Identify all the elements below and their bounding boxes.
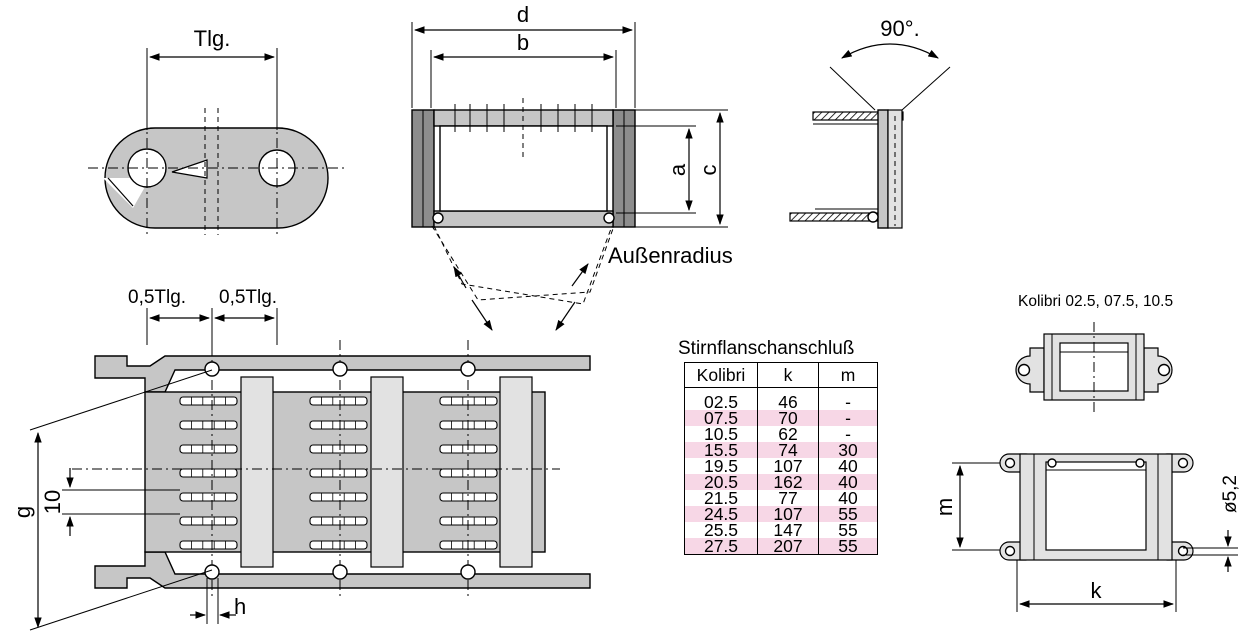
cell-kolibri: 21.5 xyxy=(684,489,758,507)
crossbar-slot xyxy=(309,516,368,526)
cell-kolibri: 15.5 xyxy=(684,441,758,459)
crossbar-slot xyxy=(179,420,238,430)
m-label: m xyxy=(932,498,957,516)
cell-k: 70 xyxy=(757,409,819,427)
crossbar-slot xyxy=(179,444,238,454)
half-pitch-right-label: 0,5Tlg. xyxy=(219,287,277,308)
crossbar-slot xyxy=(179,396,238,406)
cell-k: 207 xyxy=(757,538,819,555)
outer-radius-label: Außenradius xyxy=(608,243,733,268)
cell-kolibri: 10.5 xyxy=(684,425,758,443)
crossbar-slot xyxy=(309,444,368,454)
table-header-row: Kolibri k m xyxy=(684,362,878,388)
cross-section-view: d b a c Außen xyxy=(411,2,733,331)
cell-m: 55 xyxy=(818,538,878,555)
cell-kolibri: 19.5 xyxy=(684,457,758,475)
g-label: g xyxy=(10,506,35,518)
cell-k: 74 xyxy=(757,441,819,459)
crossbar-slot xyxy=(309,396,368,406)
crossbar-slot xyxy=(309,540,368,550)
column-header-kolibri: Kolibri xyxy=(684,362,758,388)
column-header-m: m xyxy=(818,362,878,388)
mounting-bracket-large: m ø5,2 k xyxy=(932,453,1241,612)
cell-k: 107 xyxy=(757,457,819,475)
cell-kolibri: 24.5 xyxy=(684,505,758,523)
crossbar-slot xyxy=(179,468,238,478)
crossbar-slots xyxy=(179,396,498,550)
cell-k: 62 xyxy=(757,425,819,443)
half-pitch-left-label: 0,5Tlg. xyxy=(128,287,186,308)
a-label: a xyxy=(665,163,690,176)
cell-m: 40 xyxy=(818,489,878,507)
crossbar-slot xyxy=(309,468,368,478)
ten-label: 10 xyxy=(40,490,65,514)
mounting-bracket-small xyxy=(1015,322,1173,412)
cell-kolibri: 02.5 xyxy=(684,387,758,411)
cell-m: 40 xyxy=(818,457,878,475)
chain-top-view: 0,5Tlg. 0,5Tlg. g 10 xyxy=(10,287,591,631)
cell-m: - xyxy=(818,425,878,443)
pivot-hole xyxy=(332,361,348,377)
opening-detail-view: 90°. xyxy=(789,16,951,229)
column-header-k: k xyxy=(757,362,819,388)
cell-m: 30 xyxy=(818,441,878,459)
pivot-hole xyxy=(204,361,220,377)
crossbar-slot xyxy=(179,540,238,550)
cell-m: 55 xyxy=(818,505,878,523)
hole-diameter-label: ø5,2 xyxy=(1220,475,1241,513)
table-title: Stirnflanschanschluß xyxy=(678,338,855,359)
d-label: d xyxy=(517,2,529,27)
cell-k: 46 xyxy=(757,387,819,411)
crossbar-slot xyxy=(309,492,368,502)
link-side-view: Tlg. xyxy=(88,26,348,238)
pivot-hole xyxy=(460,361,476,377)
pivot-hole xyxy=(332,564,348,580)
angle-label: 90°. xyxy=(880,16,919,41)
cell-kolibri: 07.5 xyxy=(684,409,758,427)
crossbar-slot xyxy=(309,420,368,430)
cell-m: - xyxy=(818,387,878,411)
b-label: b xyxy=(517,30,529,55)
crossbar-slot xyxy=(179,492,238,502)
pitch-label: Tlg. xyxy=(194,26,231,51)
h-label: h xyxy=(234,594,246,619)
cell-k: 147 xyxy=(757,521,819,539)
cell-kolibri: 25.5 xyxy=(684,521,758,539)
cell-m: 40 xyxy=(818,473,878,491)
kolibri-caption: Kolibri 02.5, 07.5, 10.5 xyxy=(1018,293,1173,310)
cell-kolibri: 27.5 xyxy=(684,538,758,555)
cell-k: 107 xyxy=(757,505,819,523)
crossbar-slot xyxy=(179,516,238,526)
cell-m: - xyxy=(818,409,878,427)
k-label: k xyxy=(1091,578,1103,603)
c-label: c xyxy=(696,165,721,176)
cell-kolibri: 20.5 xyxy=(684,473,758,491)
cell-k: 162 xyxy=(757,473,819,491)
cell-m: 55 xyxy=(818,521,878,539)
pivot-hole xyxy=(460,564,476,580)
